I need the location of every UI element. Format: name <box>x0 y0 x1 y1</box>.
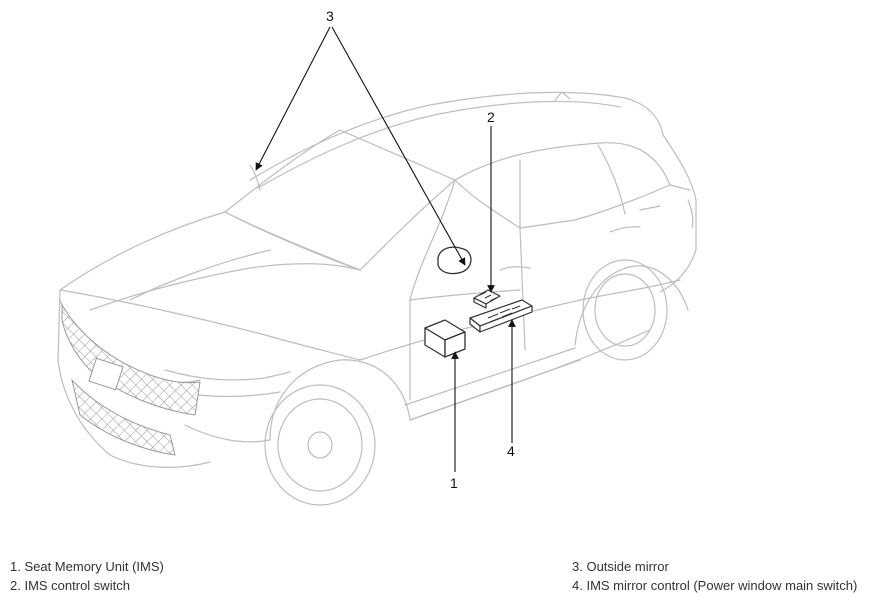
front-grille <box>61 303 201 416</box>
callout-1: 1 <box>450 475 458 491</box>
legend-left: 1. Seat Memory Unit (IMS) 2. IMS control… <box>10 557 164 595</box>
lower-grille <box>71 378 176 456</box>
callout-4: 4 <box>507 443 515 459</box>
power-window-main-switch <box>469 299 533 333</box>
suv-outline <box>57 91 697 506</box>
legend-right: 3. Outside mirror 4. IMS mirror control … <box>572 557 857 595</box>
legend-item-1: 1. Seat Memory Unit (IMS) <box>10 559 164 574</box>
legend-item-3: 3. Outside mirror <box>572 559 669 574</box>
leader-3-left <box>255 26 331 171</box>
ims-control-switch <box>473 289 501 309</box>
license-plate <box>88 357 124 391</box>
callout-2: 2 <box>487 109 495 125</box>
leader-3-right <box>331 26 466 266</box>
callout-3: 3 <box>326 8 334 24</box>
legend-item-4: 4. IMS mirror control (Power window main… <box>572 578 858 593</box>
leader-lines <box>255 26 516 472</box>
vehicle-component-diagram: 3 2 1 4 <box>57 8 697 506</box>
seat-memory-unit <box>424 319 466 358</box>
outside-mirror <box>437 246 472 275</box>
legend-item-2: 2. IMS control switch <box>10 578 130 593</box>
